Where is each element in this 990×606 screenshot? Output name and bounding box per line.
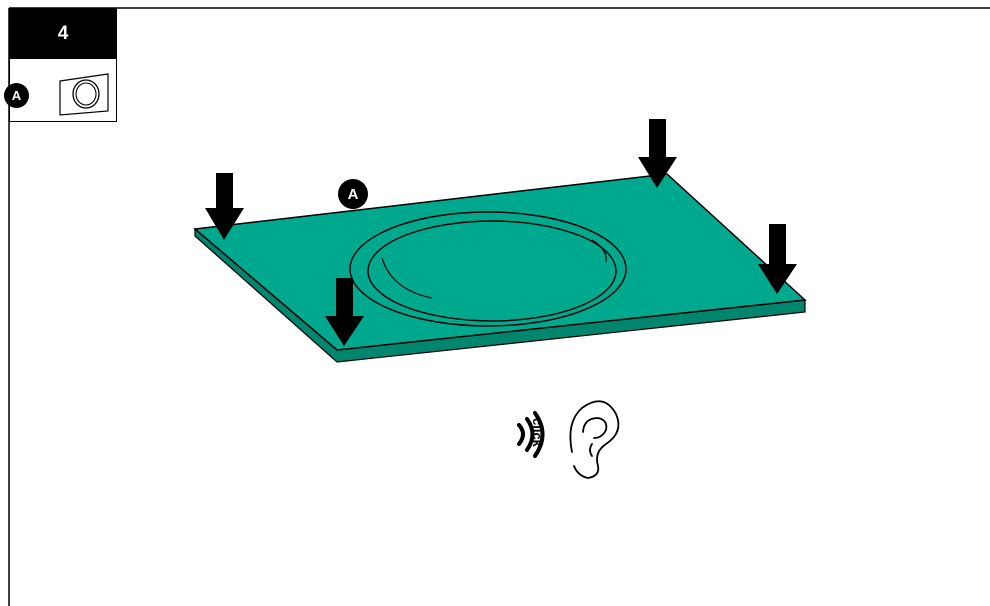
cover-panel [193,173,807,363]
arrow-down-icon-bottom-left [325,278,364,346]
click-label: click [530,418,545,447]
step-legend-box: 4 [9,8,117,122]
arrow-down-icon-top-left [205,173,244,240]
arrow-down-icon-top-right [638,119,677,188]
cover-panel-top [193,173,807,351]
step-number: 4 [10,9,116,59]
legend-part-badge: A [4,83,29,108]
arrow-down-icon-right [758,224,797,294]
recess-outer-ring [349,211,627,327]
recess-highlight-right [591,239,607,263]
ear-icon [569,400,620,479]
recess-highlight [381,257,433,299]
panel-part-badge: A [338,179,368,209]
recess-inner-ring [367,220,617,322]
sound-waves-icon [517,411,545,458]
part-a-thumbnail-icon [59,73,109,116]
